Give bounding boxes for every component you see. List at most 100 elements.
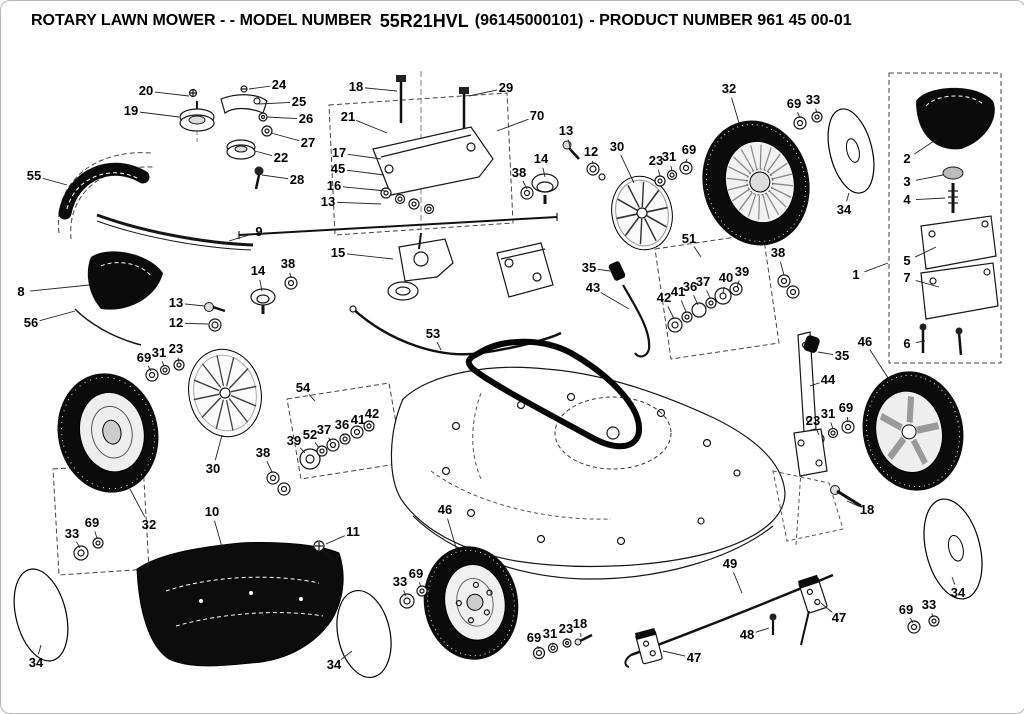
- control-cable-icon: [75, 309, 141, 345]
- part-number-label: 69: [682, 142, 696, 157]
- bolt-head-icon: [396, 75, 406, 82]
- upper-handle-section: [58, 153, 253, 345]
- part-number-label: 17: [332, 145, 346, 160]
- callout-leader-line: [497, 119, 529, 131]
- part-number-label: 69: [839, 400, 853, 415]
- part-number-label: 30: [610, 139, 624, 154]
- engine-mount-bracket-box: [329, 71, 513, 235]
- part-number-label: 18: [573, 616, 587, 631]
- title-suffix: - PRODUCT NUMBER 961 45 00-01: [589, 12, 851, 30]
- part-number-label: 31: [821, 406, 835, 421]
- part-number-label: 33: [806, 92, 820, 107]
- callout-leader-line: [681, 300, 686, 312]
- callout-leader-line: [592, 161, 593, 164]
- rod-end-icon: [350, 306, 356, 312]
- callout-leader-line: [267, 461, 272, 472]
- part-number-label: 47: [687, 650, 701, 665]
- part-number-label: 36: [335, 417, 349, 432]
- callout-leader-line: [916, 198, 945, 200]
- part-number-label: 38: [771, 245, 785, 260]
- part-number-label: 69: [85, 515, 99, 530]
- rear-door-assembly: [625, 575, 833, 667]
- callout-leader-line: [249, 86, 270, 89]
- part-number-label: 2: [903, 151, 910, 166]
- part-number-label: 30: [206, 461, 220, 476]
- callout-leader-line: [326, 536, 345, 544]
- part-number-label: 43: [586, 280, 600, 295]
- axle-hardware-left: [205, 277, 298, 331]
- washer-set-left: [146, 360, 184, 381]
- callout-leader-line: [255, 151, 272, 156]
- callout-leader-line: [130, 489, 145, 517]
- mulch-baffle: [137, 542, 343, 665]
- wheel-top-right: [689, 109, 822, 257]
- callout-leader-line: [215, 435, 222, 460]
- part-number-label: 12: [169, 315, 183, 330]
- part-number-label: 33: [922, 597, 936, 612]
- part-number-label: 4: [903, 192, 911, 207]
- hubcap-disc: [820, 104, 882, 198]
- part-number-label: 19: [124, 103, 138, 118]
- part-number-label: 54: [296, 380, 311, 395]
- bolt-13-icon: [205, 303, 214, 312]
- callout-leader-line: [185, 304, 204, 306]
- part-number-label: 25: [292, 94, 306, 109]
- part-number-label: 11: [346, 524, 360, 539]
- callout-leader-line: [707, 290, 710, 298]
- part-number-label: 13: [321, 194, 335, 209]
- callout-leader-line: [601, 293, 629, 309]
- wheel-left: [47, 364, 170, 502]
- callout-leader-line: [95, 532, 97, 538]
- callout-leader-line: [818, 352, 833, 355]
- part-number-label: 69: [409, 566, 423, 581]
- part-number-label: 23: [806, 413, 820, 428]
- spring-rod-43-icon: [623, 285, 649, 356]
- callout-leader-line: [437, 342, 441, 350]
- part-number-label: 52: [303, 427, 317, 442]
- hubcap-hardware-bottom-mid: [400, 586, 427, 608]
- part-number-label: 24: [272, 77, 287, 92]
- hubcap-hardware-bottom-right: [908, 616, 939, 633]
- part-number-label: 44: [821, 372, 836, 387]
- part-number-label: 69: [899, 602, 913, 617]
- callout-leader-line: [864, 263, 888, 272]
- part-number-label: 69: [137, 350, 151, 365]
- part-number-label: 13: [169, 295, 183, 310]
- part-number-label: 34: [29, 655, 44, 670]
- model-number: 55R21HVL: [380, 11, 469, 32]
- part-number-label: 47: [832, 610, 846, 625]
- part-number-label: 41: [351, 412, 365, 427]
- part-number-label: 16: [327, 178, 341, 193]
- callout-leader-line: [185, 323, 208, 324]
- callout-leader-line: [315, 442, 319, 448]
- part-number-label: 6: [903, 336, 910, 351]
- callout-leader-line: [271, 133, 299, 141]
- part-number-label: 48: [740, 627, 754, 642]
- part-number-label: 9: [255, 224, 262, 239]
- part-number-label: 15: [331, 245, 345, 260]
- callout-leader-line: [40, 311, 75, 321]
- part-number-label: 46: [438, 502, 452, 517]
- part-number-label: 35: [835, 348, 849, 363]
- bail-lever-icon: [88, 251, 163, 309]
- callout-leader-line: [155, 92, 189, 96]
- part-number-label: 42: [365, 406, 379, 421]
- callout-leader-line: [43, 178, 67, 185]
- title-bar: ROTARY LAWN MOWER - - MODEL NUMBER 55R21…: [1, 1, 1024, 41]
- part-number-label: 31: [543, 626, 557, 641]
- callout-leader-line: [668, 306, 674, 319]
- callout-leader-line: [916, 175, 943, 180]
- drive-axle-shaft: [239, 213, 557, 239]
- callout-leader-line: [914, 139, 937, 154]
- carriage-bolt-icon: [920, 324, 963, 356]
- part-number-label: 70: [530, 108, 544, 123]
- part-number-label: 55: [27, 168, 41, 183]
- part-number-label: 34: [837, 202, 852, 217]
- callout-leader-line: [343, 187, 386, 191]
- hinge-bracket-47-icon: [635, 628, 663, 664]
- part-number-label: 39: [287, 433, 301, 448]
- part-number-label: 5: [903, 253, 910, 268]
- part-number-label: 32: [722, 81, 736, 96]
- part-number-label: 33: [393, 574, 407, 589]
